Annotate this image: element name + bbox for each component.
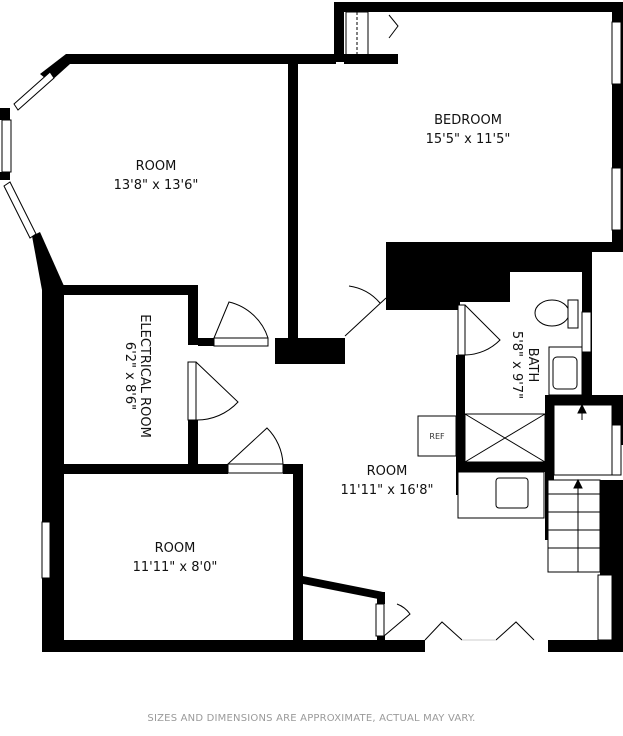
room-center-name: ROOM — [367, 464, 408, 479]
windows — [1, 21, 622, 579]
room-center-dims: 11'11" x 16'8" — [341, 483, 434, 498]
room-sw-name: ROOM — [155, 541, 196, 556]
room-labels: ROOM 13'8" x 13'6" BEDROOM 15'5" x 11'5"… — [114, 113, 540, 575]
bedroom-name: BEDROOM — [434, 113, 502, 128]
stairs[interactable] — [547, 403, 613, 641]
toilet-icon — [534, 299, 570, 327]
room-nw-name: ROOM — [136, 159, 177, 174]
bath-fixtures — [417, 299, 583, 519]
refrigerator-icon — [417, 415, 457, 457]
electrical-dims: 6'2" x 8'6" — [122, 342, 137, 410]
bath-name: BATH — [525, 348, 540, 383]
bath-dims: 5'8" x 9'7" — [509, 331, 524, 399]
doors — [187, 14, 535, 641]
bedroom-dims: 15'5" x 11'5" — [426, 132, 511, 147]
room-sw-dims: 11'11" x 8'0" — [133, 560, 218, 575]
ref-label: REF — [429, 432, 445, 441]
closet-shelf — [345, 11, 369, 57]
room-nw-dims: 13'8" x 13'6" — [114, 178, 199, 193]
walls — [0, 2, 623, 652]
electrical-name: ELECTRICAL ROOM — [137, 314, 152, 438]
disclaimer: SIZES AND DIMENSIONS ARE APPROXIMATE, AC… — [147, 713, 476, 724]
